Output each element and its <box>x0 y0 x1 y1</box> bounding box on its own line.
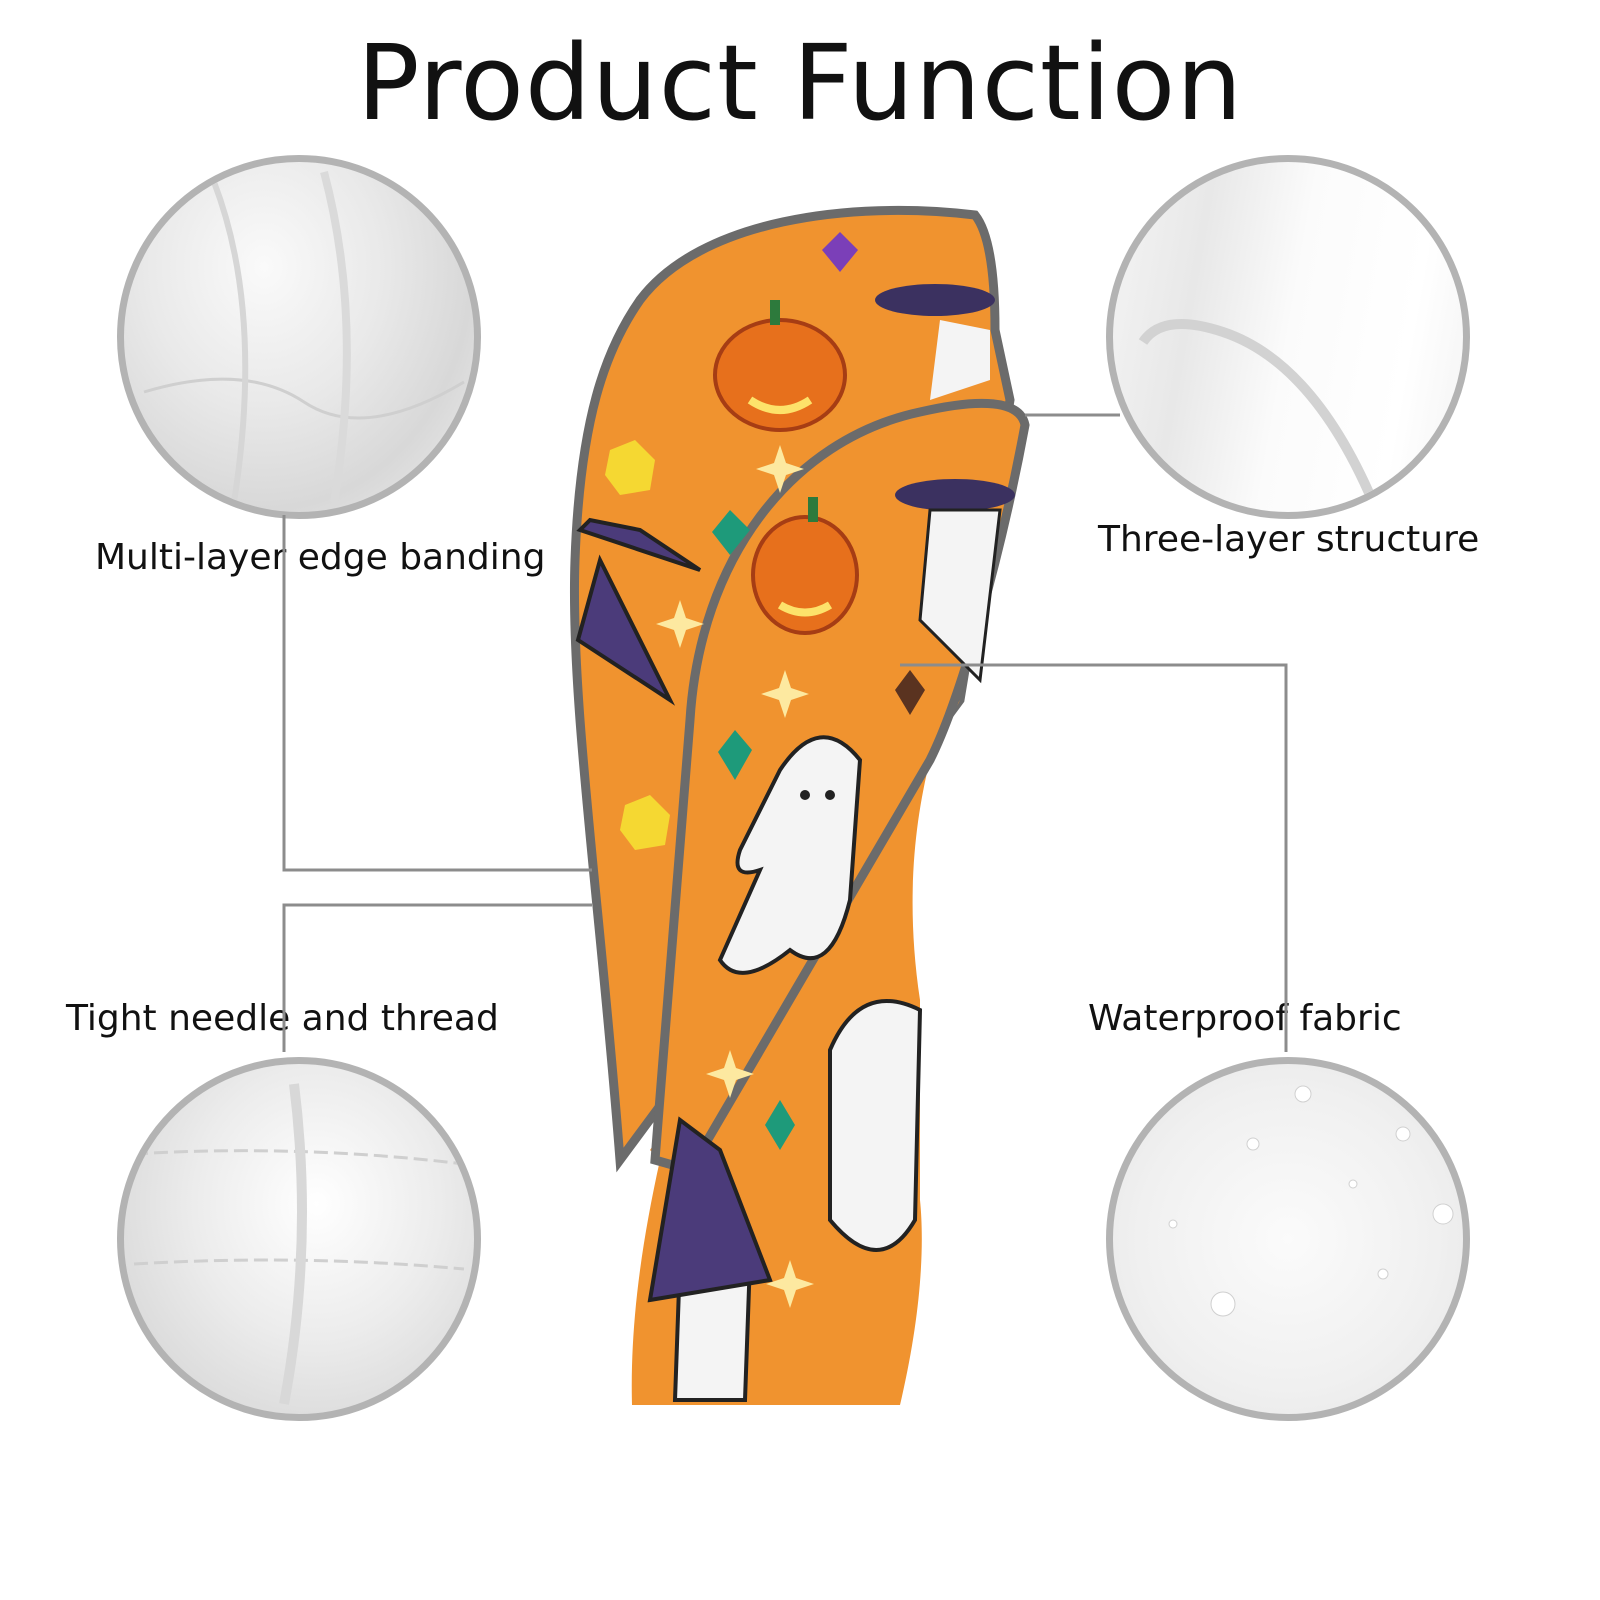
feature-label-three-layer: Three-layer structure <box>1098 519 1480 560</box>
layer-edge-texture <box>1138 319 1378 504</box>
ghost-icon <box>717 735 863 975</box>
pumpkin-icon <box>713 300 847 432</box>
gem-icons <box>712 232 925 1150</box>
detail-circle-needle-thread <box>117 1057 481 1421</box>
pumpkin-icon <box>751 497 859 635</box>
page-title: Product Function <box>356 22 1244 144</box>
detail-circle-waterproof <box>1106 1057 1470 1421</box>
connector-needle-thread <box>282 903 592 1052</box>
ghost-icon <box>828 999 923 1252</box>
feature-label-waterproof: Waterproof fabric <box>1088 998 1402 1039</box>
golf-headcover <box>569 205 1030 1405</box>
ghost-witch-icon <box>875 284 1015 684</box>
stitch-texture <box>133 1083 465 1405</box>
water-droplets <box>1168 1085 1454 1317</box>
fabric-fold-texture <box>143 170 465 503</box>
star-icons <box>656 445 814 1308</box>
detail-circle-three-layer <box>1106 155 1470 519</box>
ghost-witch-icon <box>647 1116 773 1402</box>
connector-waterproof <box>900 663 1288 1052</box>
connector-edge-banding <box>282 515 592 872</box>
feature-label-edge-banding: Multi-layer edge banding <box>95 537 546 578</box>
connector-lines <box>282 413 1288 1052</box>
feature-label-needle-thread: Tight needle and thread <box>66 998 499 1039</box>
witch-hat-icon <box>575 517 702 706</box>
detail-circle-edge-banding <box>117 155 481 519</box>
candy-icons <box>605 440 670 850</box>
